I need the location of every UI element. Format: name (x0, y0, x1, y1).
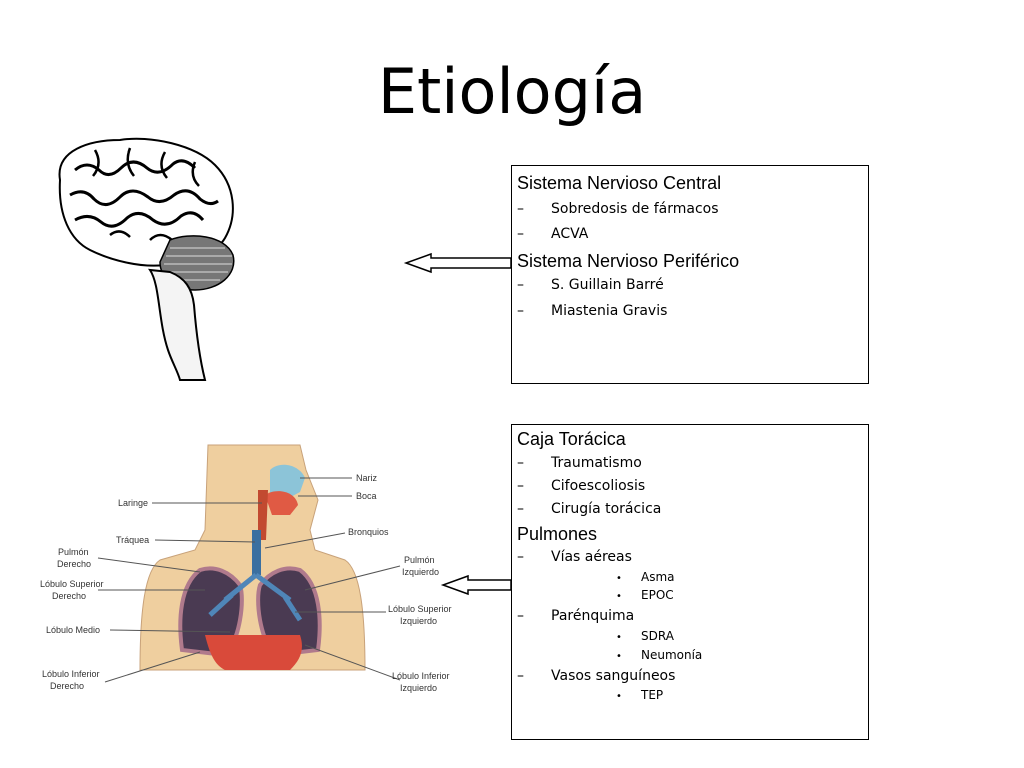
brain-illustration (58, 137, 235, 381)
sub-list-item: •Asma (616, 569, 675, 587)
list-item: –S. Guillain Barré (517, 277, 664, 293)
sub-list-item: •TEP (616, 687, 663, 705)
bullet-marker: • (616, 573, 622, 584)
list-item: –Vías aéreas (517, 549, 632, 565)
left-arrow-icon (440, 574, 512, 596)
label-lobulo-sup-der-1: Lóbulo Superior (40, 579, 104, 589)
label-traquea: Tráquea (116, 535, 149, 545)
heading-snp: Sistema Nervioso Periférico (517, 251, 740, 271)
list-item: –Vasos sanguíneos (517, 668, 676, 684)
dash-marker: – (517, 277, 524, 293)
heading-pulmones: Pulmones (517, 524, 598, 544)
sub-list-item: •SDRA (616, 628, 674, 646)
dash-marker: – (517, 226, 524, 242)
bullet-marker: • (616, 591, 622, 602)
label-pulmon-izquierdo-2: Izquierdo (402, 567, 439, 577)
label-lobulo-inf-der-2: Derecho (50, 681, 84, 691)
list-item: –Parénquima (517, 608, 635, 624)
bullet-marker: • (616, 691, 622, 702)
label-pulmon-derecho-2: Derecho (57, 559, 91, 569)
list-item: –Miastenia Gravis (517, 303, 668, 319)
dash-marker: – (517, 668, 524, 684)
label-lobulo-medio: Lóbulo Medio (46, 625, 100, 635)
heading-snc: Sistema Nervioso Central (517, 173, 722, 193)
label-leader-lines (97, 477, 401, 683)
label-laringe: Laringe (118, 498, 148, 508)
nervous-system-box: Sistema Nervioso Central –Sobredosis de … (511, 165, 869, 384)
dash-marker: – (517, 303, 524, 319)
bullet-marker: • (616, 632, 622, 643)
list-item: –Traumatismo (517, 455, 642, 471)
anatomy-labels: Nariz Boca Laringe Bronquios Tráquea Pul… (40, 473, 452, 693)
left-arrow-icon (403, 252, 512, 274)
label-lobulo-inf-der-1: Lóbulo Inferior (42, 669, 100, 679)
dash-marker: – (517, 201, 524, 217)
list-item: –Sobredosis de fármacos (517, 201, 719, 217)
list-item: –ACVA (517, 226, 589, 242)
list-item: –Cifoescoliosis (517, 478, 646, 494)
label-lobulo-sup-der-2: Derecho (52, 591, 86, 601)
bullet-marker: • (616, 651, 622, 662)
dash-marker: – (517, 501, 524, 517)
respiratory-system-illustration (139, 444, 366, 671)
label-lobulo-inf-izq-1: Lóbulo Inferior (392, 671, 450, 681)
label-pulmon-derecho-1: Pulmón (58, 547, 89, 557)
dash-marker: – (517, 455, 524, 471)
label-bronquios: Bronquios (348, 527, 389, 537)
respiratory-causes-box: Caja Torácica –Traumatismo –Cifoescolios… (511, 424, 869, 740)
sub-list-item: •EPOC (616, 587, 674, 605)
sub-list-item: •Neumonía (616, 647, 702, 665)
label-pulmon-izquierdo-1: Pulmón (404, 555, 435, 565)
slide-title: Etiología (377, 55, 647, 128)
label-boca: Boca (356, 491, 377, 501)
label-lobulo-sup-izq-1: Lóbulo Superior (388, 604, 452, 614)
heading-caja-toracica: Caja Torácica (517, 429, 626, 449)
label-lobulo-sup-izq-2: Izquierdo (400, 616, 437, 626)
label-nariz: Nariz (356, 473, 378, 483)
list-item: –Cirugía torácica (517, 501, 662, 517)
dash-marker: – (517, 608, 524, 624)
dash-marker: – (517, 478, 524, 494)
label-lobulo-inf-izq-2: Izquierdo (400, 683, 437, 693)
dash-marker: – (517, 549, 524, 565)
